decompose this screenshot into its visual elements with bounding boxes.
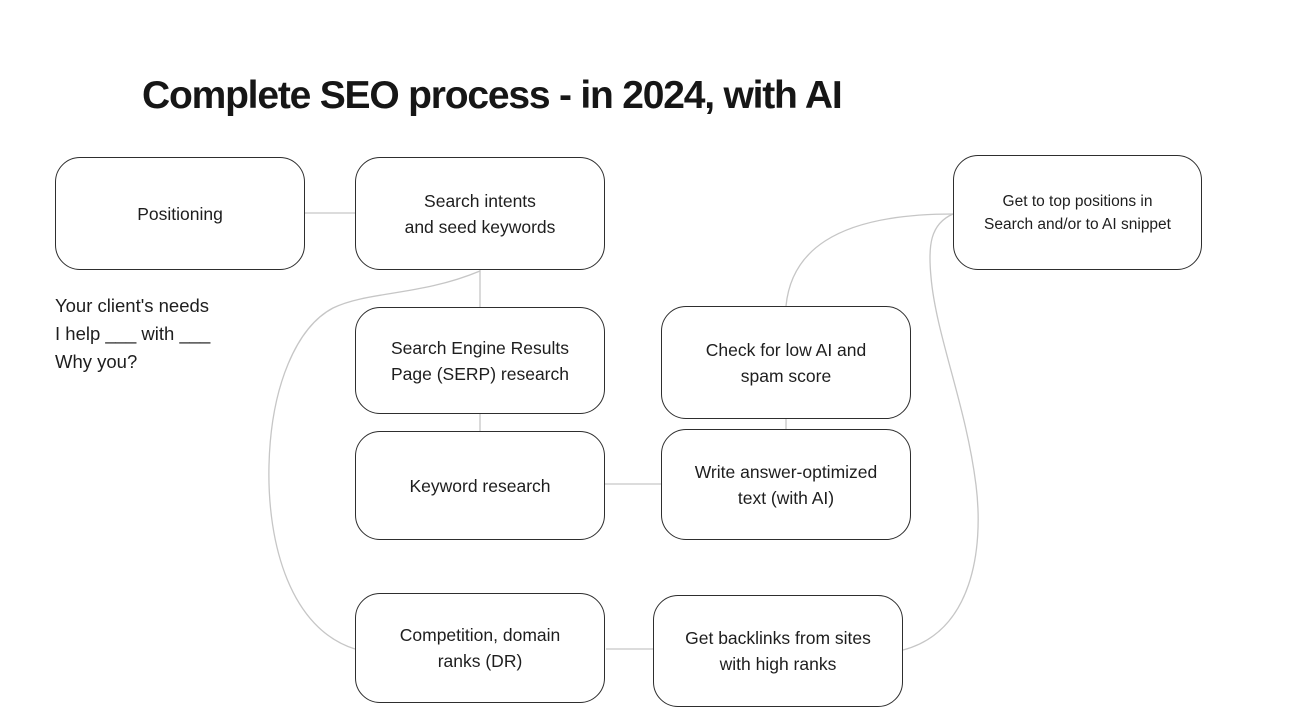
- note-line: Why you?: [55, 351, 138, 372]
- diagram-title: Complete SEO process - in 2024, with AI: [142, 74, 843, 117]
- edge-checkai-gettop: [785, 213, 954, 307]
- node-competition-domain-ranks[interactable]: Competition, domain ranks (DR): [355, 593, 605, 703]
- edge-gettop-backlinks: [902, 213, 979, 651]
- node-write-answer-optimized-text[interactable]: Write answer-optimized text (with AI): [661, 429, 911, 540]
- note-line: Your client's needs: [55, 295, 210, 316]
- node-search-intents[interactable]: Search intents and seed keywords: [355, 157, 605, 270]
- node-keyword-research[interactable]: Keyword research: [355, 431, 605, 540]
- node-get-to-top-positions[interactable]: Get to top positions in Search and/or to…: [953, 155, 1202, 270]
- node-get-backlinks[interactable]: Get backlinks from sites with high ranks: [653, 595, 903, 707]
- note-line: I help ___ with ___: [55, 323, 211, 344]
- positioning-notes: Your client's needs I help ___ with ___ …: [55, 292, 325, 376]
- node-serp-research[interactable]: Search Engine Results Page (SERP) resear…: [355, 307, 605, 414]
- node-check-ai-spam-score[interactable]: Check for low AI and spam score: [661, 306, 911, 419]
- node-positioning[interactable]: Positioning: [55, 157, 305, 270]
